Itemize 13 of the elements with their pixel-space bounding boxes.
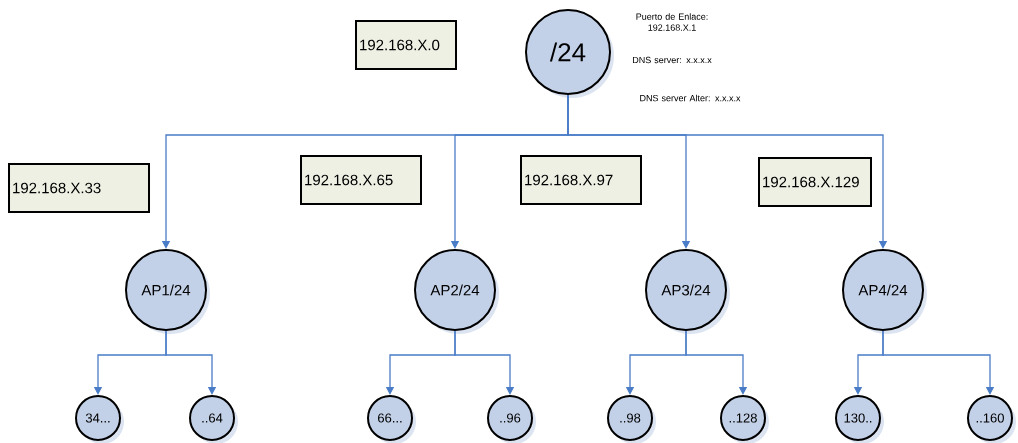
- address-box: 192.168.X.0: [355, 20, 457, 70]
- address-box: 192.168.X.97: [520, 155, 642, 205]
- address-box: 192.168.X.65: [300, 155, 422, 205]
- arrow: [685, 330, 748, 395]
- address-box: 192.168.X.129: [758, 157, 872, 207]
- arrow: [454, 330, 515, 395]
- address-box: 192.168.X.33: [8, 163, 150, 213]
- note-text: DNS server Alter: x.x.x.x: [640, 94, 741, 102]
- arrow: [567, 94, 888, 249]
- arrow: [165, 330, 217, 395]
- note-text: Puerto de Enlace: 192.168.X.1: [636, 13, 708, 31]
- arrow: [882, 330, 995, 395]
- note-text: DNS server: x.x.x.x: [633, 56, 712, 64]
